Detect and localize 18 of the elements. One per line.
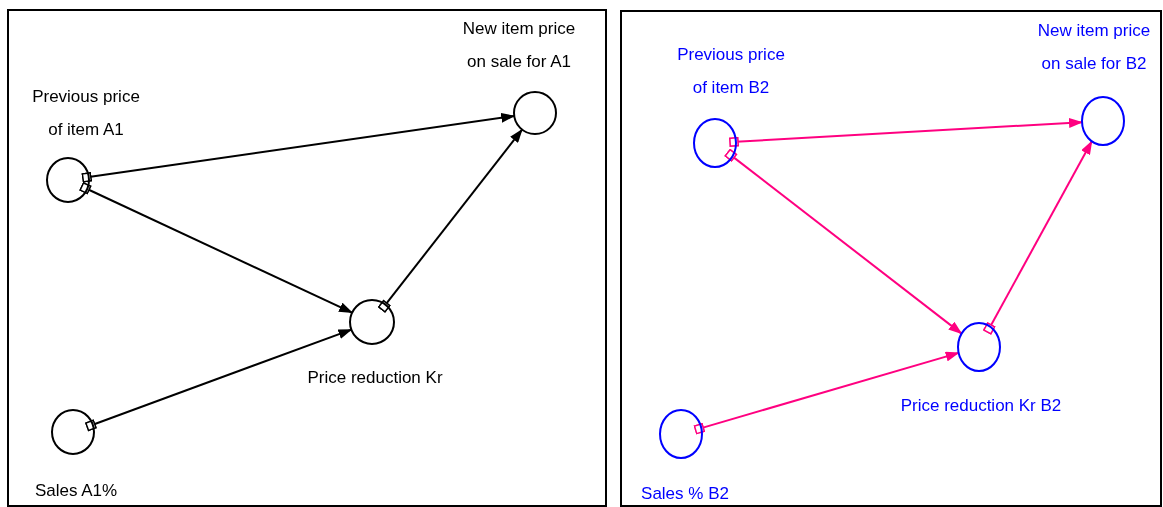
arrow [983,140,1093,335]
arrow [724,148,963,335]
node-label: Price reduction Kr [306,367,444,389]
node-label: Price reduction Kr B2 [899,395,1063,417]
node-label: Sales % B2 [640,483,730,505]
arrow [729,117,1083,147]
node-label: New item price on sale for A1 [461,18,577,73]
arrow [693,351,960,435]
panel-frame [7,9,607,507]
node-label: Sales A1% [33,480,119,502]
arrow [377,128,524,313]
arrow [79,182,354,314]
node-label: Previous price of item B2 [676,44,786,99]
arrow [81,112,516,183]
arrow [85,328,353,432]
node-label: Previous price of item A1 [31,86,141,141]
panel-frame [620,10,1162,507]
node-label: New item price on sale for B2 [1036,20,1152,75]
